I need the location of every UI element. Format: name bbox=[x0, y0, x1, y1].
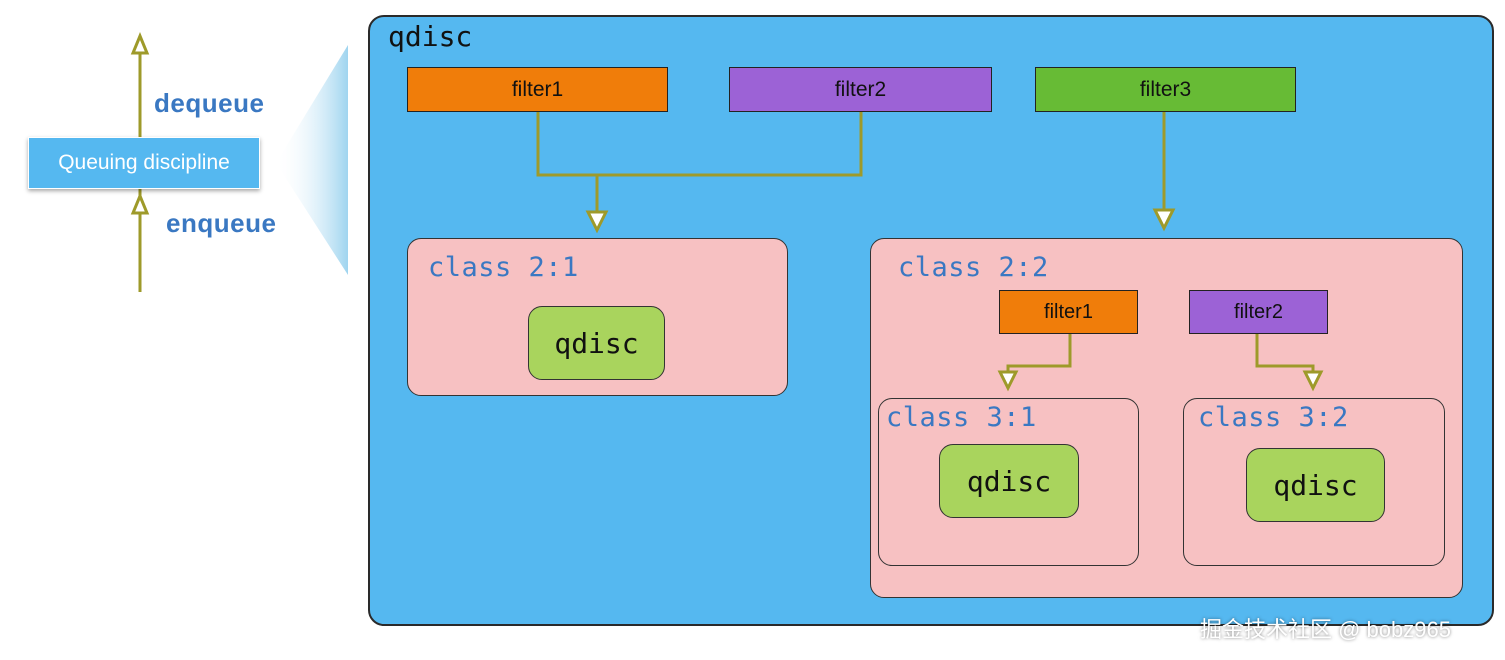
root-qdisc-title: qdisc bbox=[388, 20, 473, 53]
class-3-2-label: class 3:2 bbox=[1198, 402, 1349, 433]
connector-inner-filter1-to-class-3-1 bbox=[1006, 334, 1072, 374]
class-3-1-qdisc: qdisc bbox=[939, 444, 1079, 518]
enqueue-label: enqueue bbox=[166, 208, 277, 238]
connector-inner-filter2-to-class-3-2 bbox=[1255, 334, 1315, 374]
dequeue-label: dequeue bbox=[154, 88, 265, 118]
class-2-2-filter1-box: filter1 bbox=[999, 290, 1138, 334]
watermark: 掘金技术社区 @ bobz965 bbox=[1200, 617, 1451, 642]
class-3-2-qdisc: qdisc bbox=[1246, 448, 1385, 522]
class-2-1-qdisc: qdisc bbox=[528, 306, 665, 380]
arrowhead-to-class-2-2 bbox=[1152, 208, 1176, 232]
class-2-1-label: class 2:1 bbox=[428, 252, 579, 283]
class-3-1-label: class 3:1 bbox=[886, 402, 1037, 433]
arrowhead-to-class-3-1 bbox=[997, 370, 1019, 392]
class-2-2-filter2-box: filter2 bbox=[1189, 290, 1328, 334]
zoom-beam bbox=[276, 45, 348, 275]
arrowhead-left-top bbox=[130, 32, 150, 55]
class-2-2-label: class 2:2 bbox=[898, 252, 1049, 283]
arrowhead-to-class-2-1 bbox=[585, 210, 609, 234]
connector-filter1-to-class-2-1 bbox=[536, 112, 599, 216]
connector-filter2-to-class-2-1 bbox=[597, 112, 863, 177]
arrowhead-left-enqueue bbox=[130, 192, 150, 215]
queuing-discipline-box: Queuing discipline bbox=[28, 137, 260, 189]
filter3-box: filter3 bbox=[1035, 67, 1296, 112]
filter1-box: filter1 bbox=[407, 67, 668, 112]
arrowhead-to-class-3-2 bbox=[1302, 370, 1324, 392]
filter2-box: filter2 bbox=[729, 67, 992, 112]
